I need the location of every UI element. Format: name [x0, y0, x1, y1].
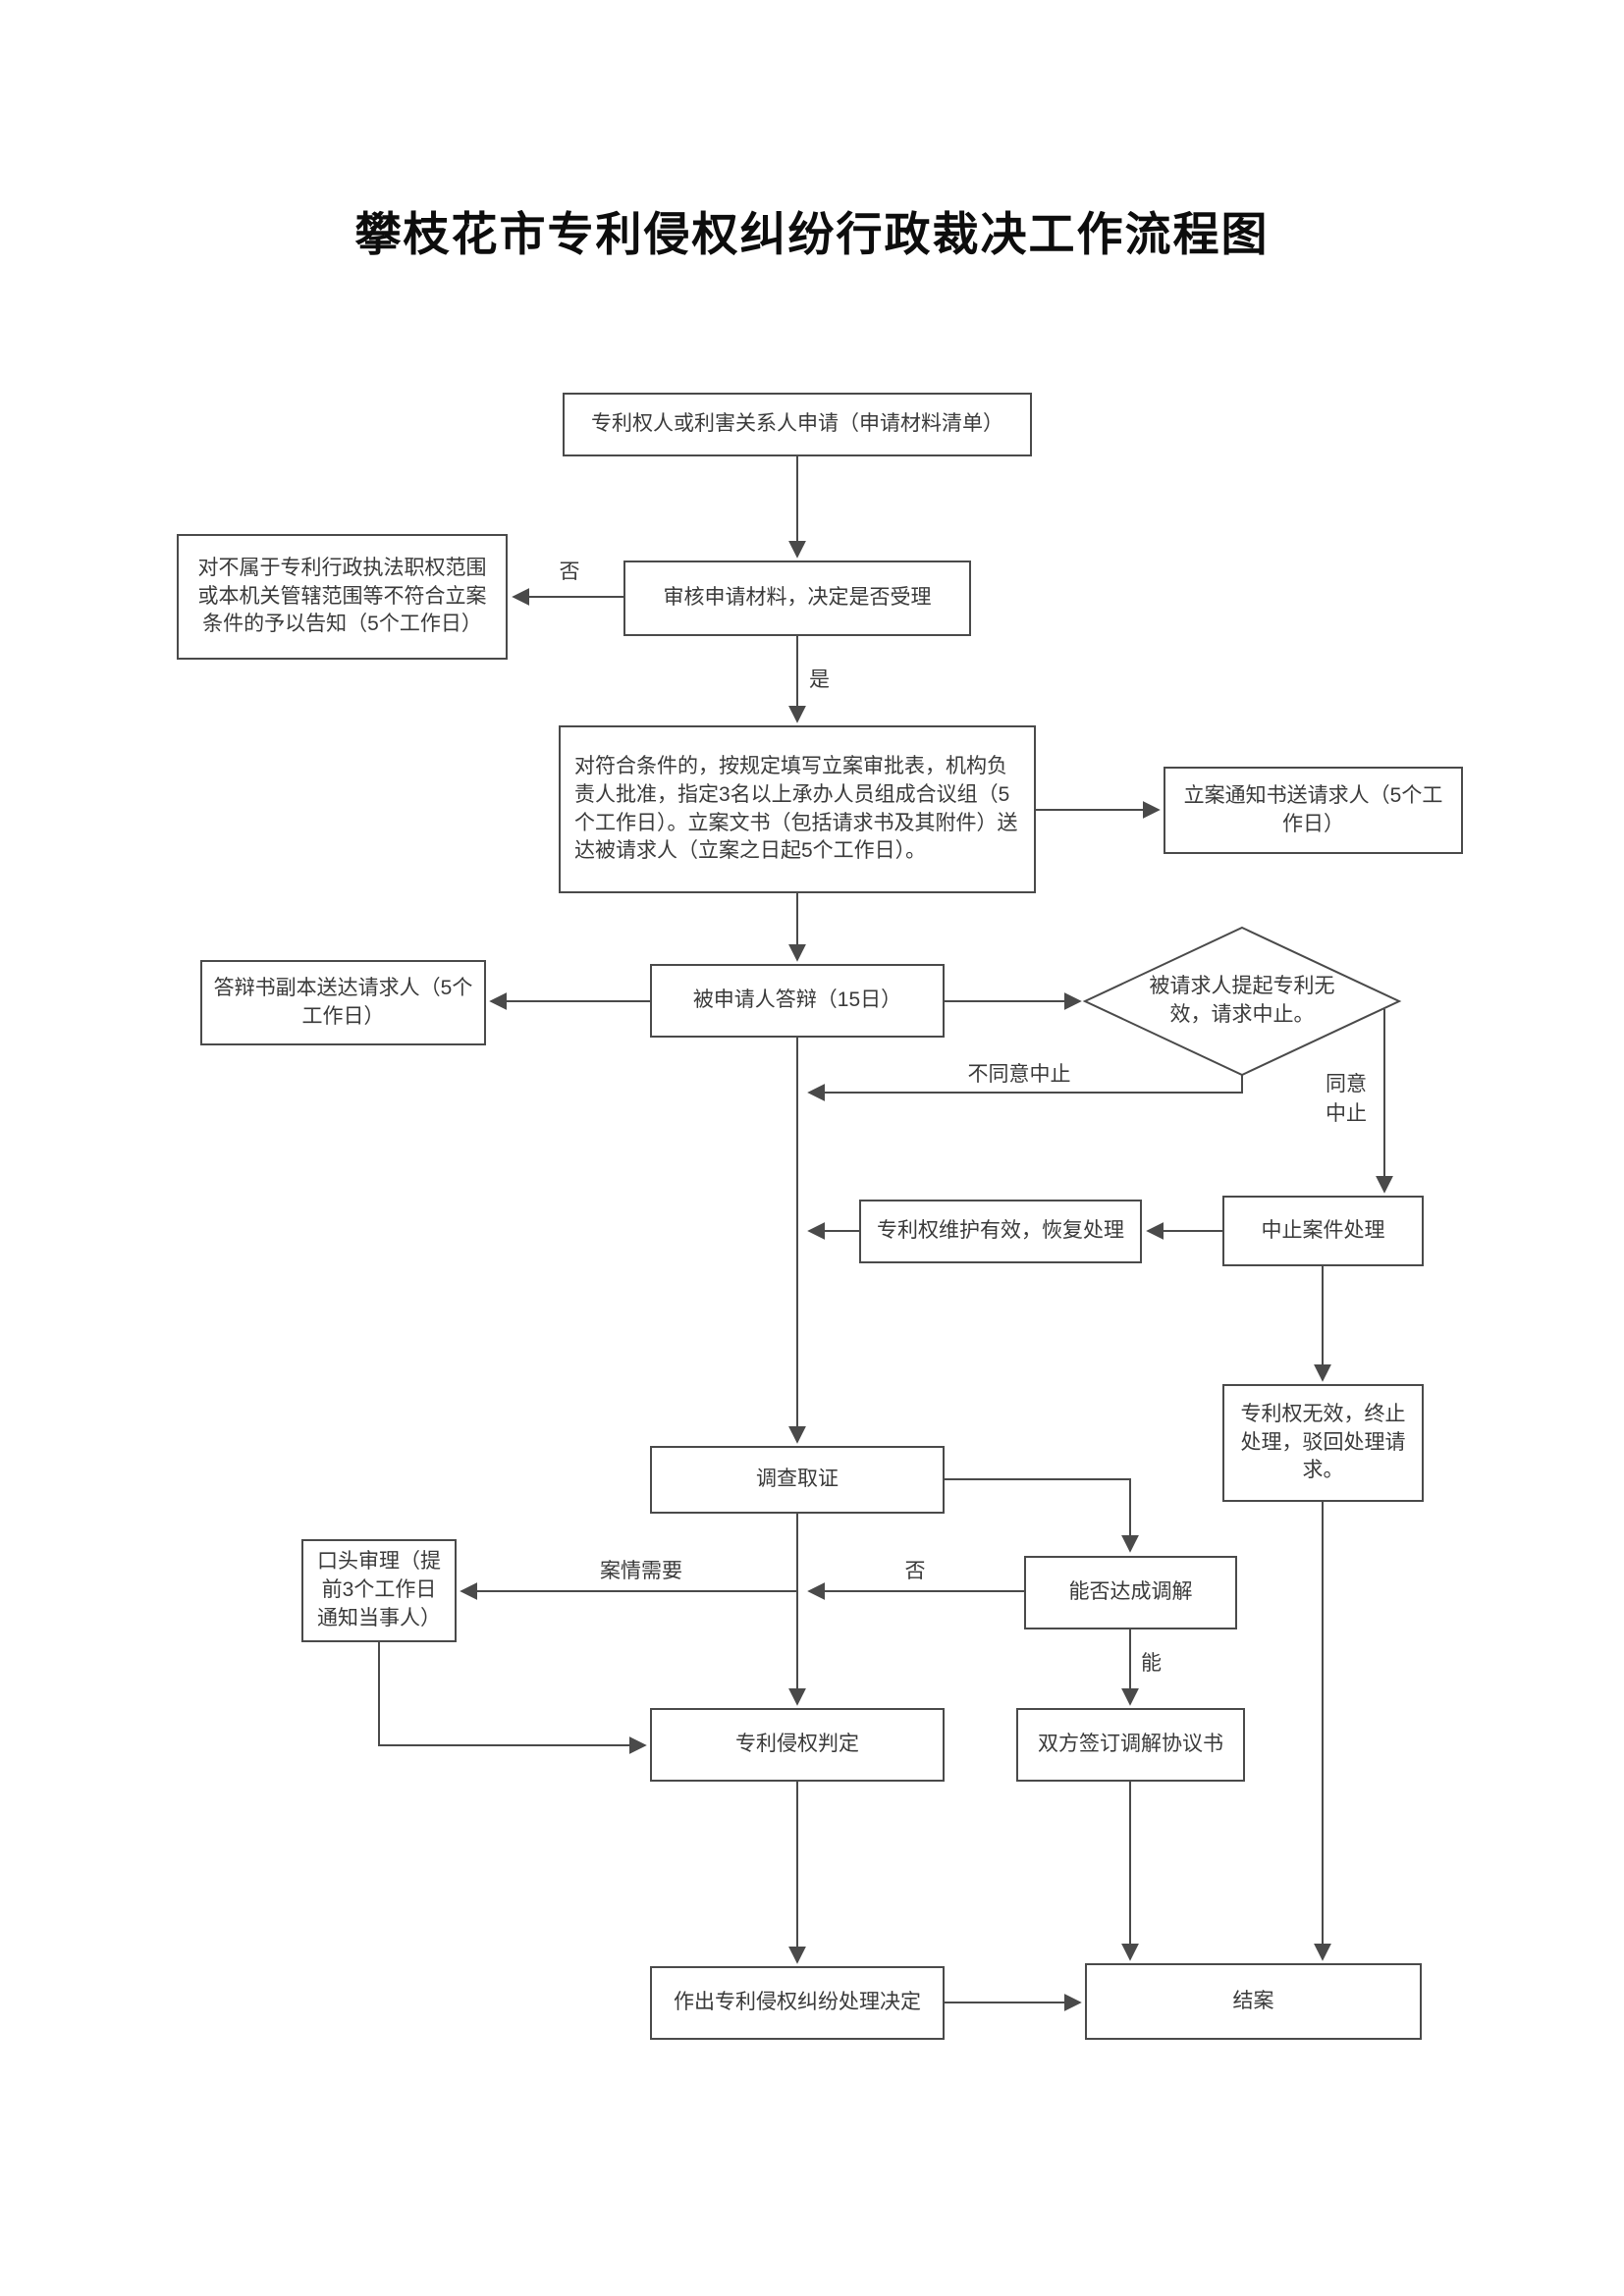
node-filing-notice: 立案通知书送请求人（5个工作日）	[1164, 767, 1463, 854]
node-oral-hearing: 口头审理（提前3个工作日通知当事人）	[301, 1539, 457, 1642]
node-invalid-request: 被请求人提起专利无效，请求中止。	[1149, 975, 1335, 1026]
edge-label-mediation-yes: 能	[1141, 1652, 1162, 1675]
invalid-request-diamond-shape	[1082, 926, 1402, 1077]
node-defense: 被申请人答辩（15日）	[650, 964, 945, 1038]
edge-label-mediation-no: 否	[904, 1560, 926, 1582]
node-restore: 专利权维护有效，恢复处理	[859, 1200, 1142, 1263]
node-decision: 作出专利侵权纠纷处理决定	[650, 1966, 945, 2040]
edge-label-case-need: 案情需要	[600, 1560, 682, 1582]
edge-label-review-no: 否	[559, 561, 580, 583]
node-investigate: 调查取证	[650, 1446, 945, 1514]
node-suspend: 中止案件处理	[1222, 1196, 1424, 1266]
node-filing: 对符合条件的，按规定填写立案审批表，机构负责人批准，指定3名以上承办人员组成合议…	[559, 725, 1036, 893]
node-judgment: 专利侵权判定	[650, 1708, 945, 1782]
connector-investigate-mediation	[945, 1478, 1139, 1553]
node-review: 审核申请材料，决定是否受理	[623, 561, 971, 636]
edge-label-agree-suspend: 同意 中止	[1326, 1073, 1367, 1125]
node-defense-copy: 答辩书副本送达请求人（5个工作日）	[200, 960, 486, 1045]
node-agreement: 双方签订调解协议书	[1016, 1708, 1245, 1782]
node-reject-notice: 对不属于专利行政执法职权范围或本机关管辖范围等不符合立案条件的予以告知（5个工作…	[177, 534, 508, 660]
node-apply: 专利权人或利害关系人申请（申请材料清单）	[563, 393, 1032, 456]
edge-label-disagree-suspend: 不同意中止	[967, 1063, 1071, 1086]
page-title: 攀枝花市专利侵权纠纷行政裁决工作流程图	[354, 210, 1270, 261]
node-terminate: 专利权无效，终止处理，驳回处理请求。	[1222, 1384, 1424, 1502]
edge-label-review-yes: 是	[809, 668, 830, 691]
node-close-case: 结案	[1085, 1963, 1422, 2040]
connector-oral-judgment	[378, 1642, 647, 1754]
node-mediation: 能否达成调解	[1024, 1556, 1237, 1629]
connector-disagree-suspend	[807, 1075, 1243, 1101]
